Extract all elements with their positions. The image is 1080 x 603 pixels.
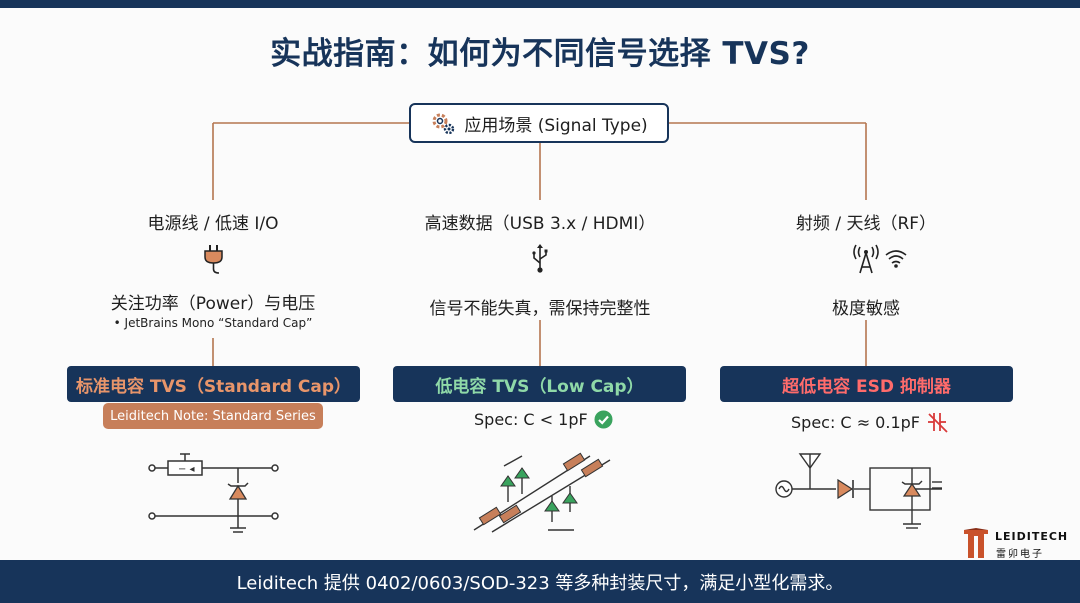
rf-esd-circuit: [775, 453, 942, 529]
page-title: 实战指南：如何为不同信号选择 TVS?: [270, 36, 810, 72]
gear-icon: [432, 113, 455, 135]
standard-tvs-circuit: − ◂: [148, 453, 279, 533]
ultra-low-cap-esd-box: 超低电容 ESD 抑制器: [720, 366, 1013, 402]
logo-name: LEIDITECH: [995, 530, 1069, 543]
low-cap-box: 低电容 TVS（Low Cap）: [393, 366, 686, 402]
spec-ultra-low-cap: Spec: C ≈ 0.1pF: [791, 410, 950, 434]
usb-icon: [532, 244, 548, 273]
column-focus-highspeed: 信号不能失真，需保持完整性: [429, 299, 651, 319]
column-heading-power: 电源线 / 低速 I/O: [147, 214, 279, 234]
column-focus-power: 关注功率（Power）与电压: [110, 294, 316, 314]
column-heading-highspeed: 高速数据（USB 3.x / HDMI）: [424, 214, 656, 234]
svg-text:− ◂: − ◂: [178, 464, 195, 475]
low-cap-tvs-circuit: [473, 452, 611, 533]
antenna-wifi-icon: [853, 244, 907, 274]
spec-low-cap: Spec: C < 1pF: [474, 410, 613, 429]
power-plug-icon: [204, 245, 223, 274]
footer-text: Leiditech 提供 0402/0603/SOD-323 等多种封装尺寸，满…: [236, 572, 844, 594]
column-focus-rf: 极度敏感: [832, 299, 900, 319]
leiditech-note-tag: Leiditech Note: Standard Series: [103, 403, 323, 429]
leiditech-logo: [964, 528, 988, 558]
top-accent-bar: [0, 0, 1080, 8]
signal-type-root: 应用场景 (Signal Type): [409, 103, 669, 143]
logo-chinese-name: 雷卯电子: [996, 549, 1044, 560]
no-capacitance-icon: [927, 413, 948, 433]
footer-bar: Leiditech 提供 0402/0603/SOD-323 等多种封装尺寸，满…: [0, 560, 1080, 603]
column-note-power: • JetBrains Mono “Standard Cap”: [113, 316, 313, 330]
column-heading-rf: 射频 / 天线（RF）: [795, 214, 937, 234]
root-label: 应用场景 (Signal Type): [464, 115, 648, 136]
check-circle-icon: [594, 410, 613, 429]
standard-cap-box: 标准电容 TVS（Standard Cap）: [67, 366, 360, 402]
